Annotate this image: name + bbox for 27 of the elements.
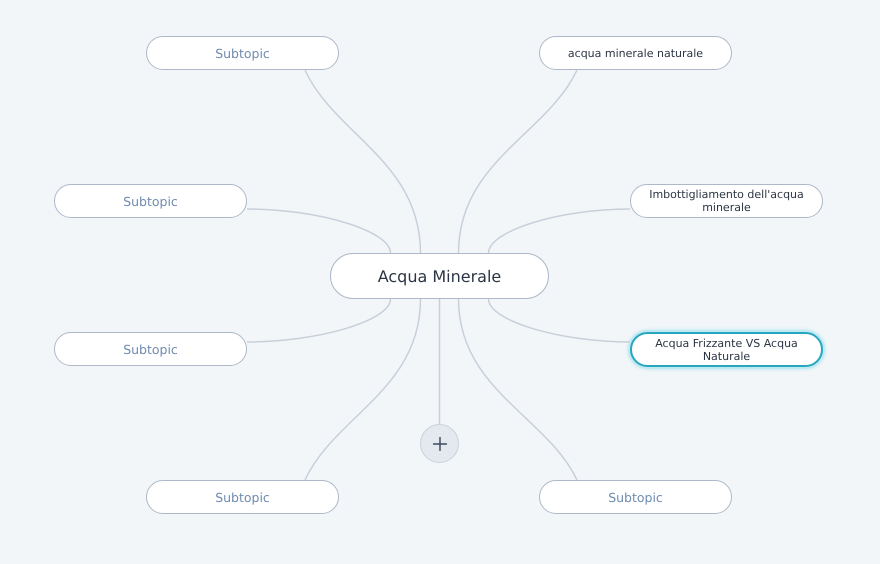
central-topic-node [330, 253, 549, 299]
connector-line [458, 70, 578, 254]
topic-label: Subtopic [608, 490, 663, 504]
topic-label: Acqua Frizzante VS Acqua Naturale [654, 336, 799, 362]
connector-line [304, 298, 422, 480]
selected-topic-node [630, 332, 823, 367]
connector-line [488, 298, 630, 343]
connector-line [488, 208, 630, 254]
topic-label: Subtopic [123, 194, 178, 208]
subtopic-node [146, 36, 339, 70]
connector-line [246, 208, 392, 254]
subtopic-node [539, 480, 732, 514]
topic-label: Subtopic [215, 46, 270, 60]
subtopic-node [146, 480, 339, 514]
topic-label: acqua minerale naturale [568, 46, 704, 60]
topic-label: Subtopic [123, 342, 178, 356]
connector-line [458, 298, 578, 480]
subtopic-node [54, 184, 247, 218]
add-button [420, 424, 459, 463]
topic-label: Imbottigliamento dell'acqua minerale [648, 188, 805, 214]
topic-node [539, 36, 732, 70]
topic-node [630, 184, 823, 218]
connector-line [246, 298, 392, 343]
connector-line [304, 70, 422, 254]
connector-line [438, 299, 440, 424]
topic-label: Subtopic [215, 490, 270, 504]
subtopic-node [54, 332, 247, 366]
